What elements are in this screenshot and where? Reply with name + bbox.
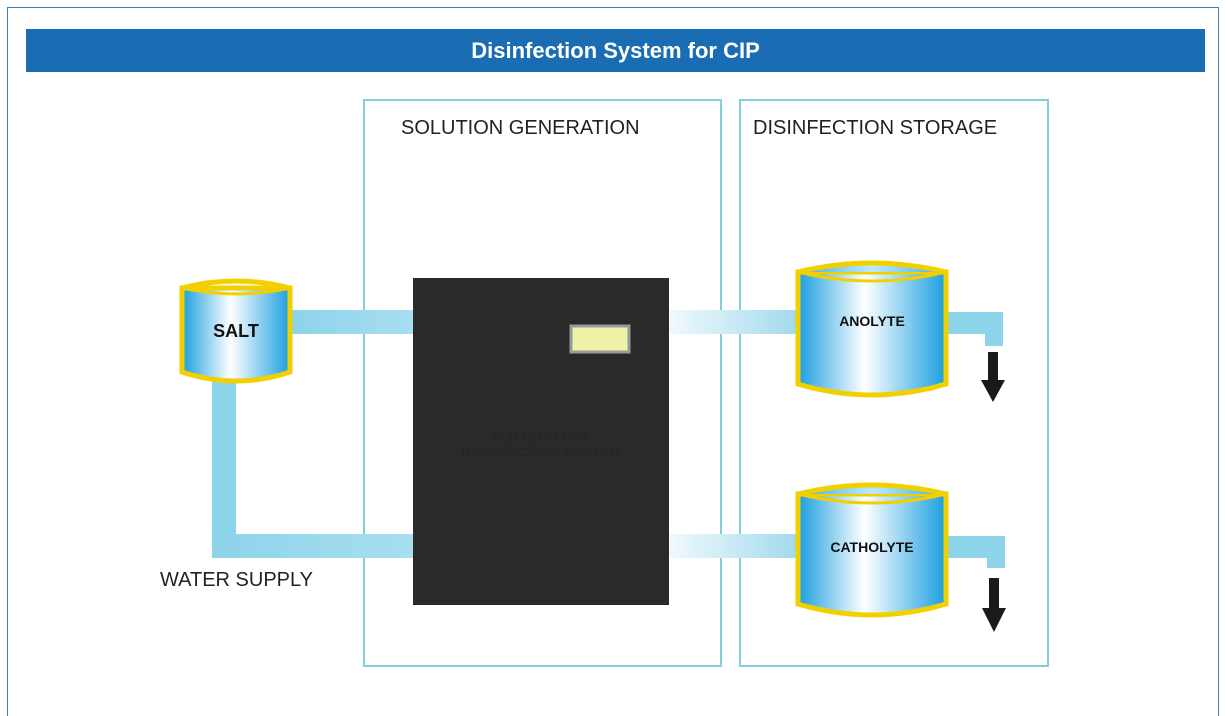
solution-generation-section: [363, 99, 722, 667]
disinfection-storage-section: [739, 99, 1049, 667]
eca-unit-label: FLOTECH ECA DISINFECTION SYSTEM: [413, 428, 669, 460]
water-pipe-horizontal: [212, 534, 414, 558]
unit-to-catholyte-pipe: [669, 534, 801, 558]
eca-unit-label-line2: DISINFECTION SYSTEM: [460, 444, 622, 460]
disinfection-storage-title: DISINFECTION STORAGE: [753, 117, 998, 139]
water-supply-label: WATER SUPPLY: [160, 569, 313, 591]
anolyte-tank-label: ANOLYTE: [839, 313, 905, 329]
water-pipe-vertical: [212, 378, 236, 558]
anolyte-tank: [795, 260, 949, 398]
catholyte-tank-label: CATHOLYTE: [830, 539, 914, 555]
anolyte-outlet-drop: [985, 312, 1003, 346]
eca-display-panel: [569, 324, 631, 354]
unit-to-anolyte-pipe: [669, 310, 801, 334]
catholyte-outlet-drop: [987, 536, 1005, 568]
catholyte-tank: [795, 482, 949, 618]
diagram-title: Disinfection System for CIP: [26, 29, 1205, 72]
eca-unit-label-line1: FLOTECH ECA: [491, 428, 591, 444]
arrow-down-icon: [982, 578, 1006, 632]
solution-generation-title: SOLUTION GENERATION: [401, 117, 640, 139]
salt-tank-label: SALT: [213, 320, 259, 341]
arrow-down-icon: [981, 352, 1005, 402]
salt-tank: [179, 278, 293, 384]
salt-to-unit-pipe: [290, 310, 414, 334]
